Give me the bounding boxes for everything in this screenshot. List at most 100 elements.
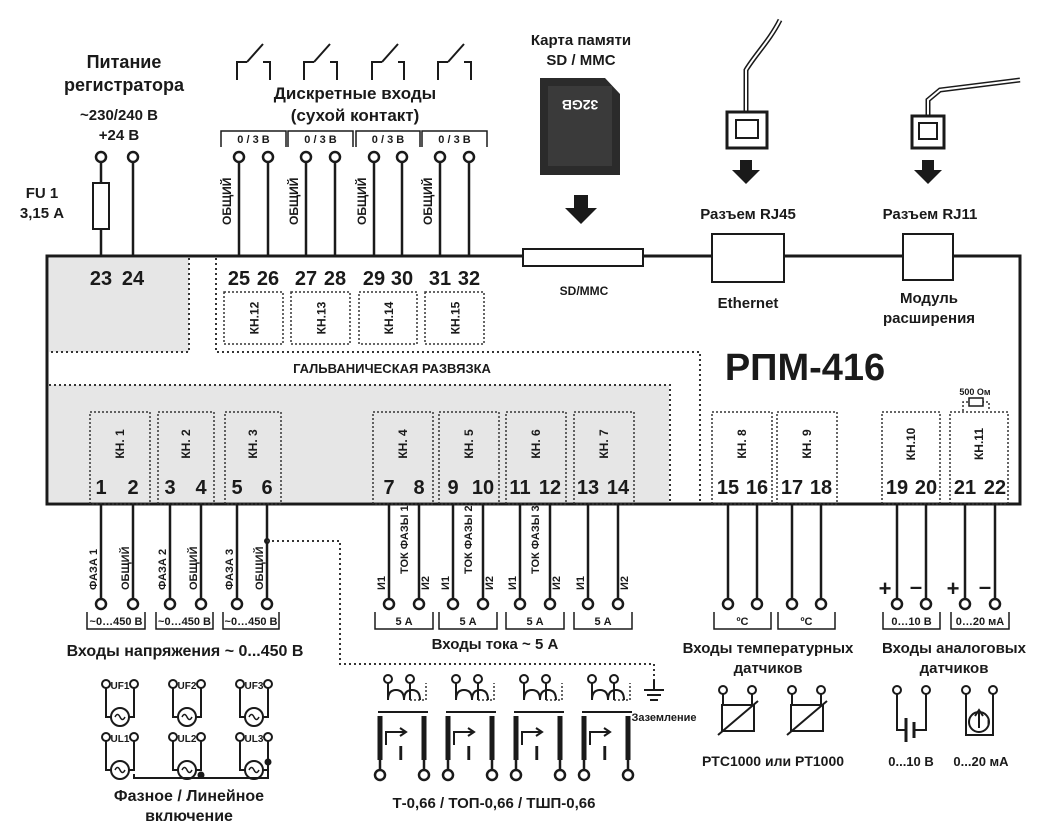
terminal-number: 24 <box>122 268 145 290</box>
arrow-down-icon <box>914 160 942 184</box>
terminal-screw <box>519 674 529 684</box>
transformer-symbol: I <box>466 743 472 765</box>
terminal-screw <box>129 732 139 742</box>
terminal-number: 16 <box>746 477 768 499</box>
terminal-number: 22 <box>984 477 1006 499</box>
voltage-bracket <box>355 130 421 147</box>
temp-title-line2: датчиков <box>734 660 803 677</box>
current-transformer-icon: I <box>373 674 431 782</box>
current-transformer-icon: I <box>509 674 567 782</box>
thermistor-icon <box>786 685 828 736</box>
coil-icon <box>455 688 489 701</box>
arrow-icon <box>521 731 540 745</box>
channel-label: КН.12 <box>248 301 262 334</box>
i1-label: И1 <box>376 576 388 590</box>
terminal-screw <box>581 597 595 611</box>
channel-box <box>573 411 635 505</box>
channel-box <box>505 411 567 505</box>
terminal-screw <box>577 768 591 782</box>
terminal-screw <box>263 732 273 742</box>
terminal-screw <box>611 597 625 611</box>
channel-box <box>89 411 151 505</box>
plus-sign: + <box>879 576 892 601</box>
terminal-screw <box>509 768 523 782</box>
terminal-screw <box>446 597 460 611</box>
phase-source: UF1 <box>101 679 139 727</box>
current-source-icon: I <box>961 685 998 736</box>
range-label: 5 А <box>594 616 611 628</box>
terminal-screw <box>441 768 455 782</box>
coil-icon <box>523 688 557 701</box>
channel-label: КН.15 <box>449 301 463 334</box>
range-label: 0…20 мА <box>956 616 1005 628</box>
terminal-screw <box>129 679 139 689</box>
terminal-screw <box>609 674 619 684</box>
range-bracket <box>573 612 633 630</box>
voltage-bracket <box>287 130 354 147</box>
terminal-screw <box>299 150 313 164</box>
analog-title-line2: датчиков <box>920 660 989 677</box>
source-label: UL2 <box>178 734 197 745</box>
transformer-symbol: I <box>602 743 608 765</box>
i2-label: И2 <box>619 576 631 590</box>
sine-icon <box>181 713 193 721</box>
terminal-number: 9 <box>447 477 458 499</box>
channel-box <box>424 291 485 345</box>
channel-label: КН. 3 <box>246 429 260 459</box>
terminal-number: 23 <box>90 268 112 290</box>
temp-title-line1: Входы температурных <box>683 640 854 657</box>
transformer-symbol: I <box>398 743 404 765</box>
resistor-icon <box>968 397 984 407</box>
thermistor-icon <box>717 685 759 736</box>
terminal-screw <box>196 679 206 689</box>
sine-icon <box>181 766 193 774</box>
terminal-number: 6 <box>261 477 272 499</box>
terminal-number: 19 <box>886 477 908 499</box>
junction-dot <box>197 771 205 779</box>
terminal-screw <box>194 597 208 611</box>
terminal-number: 26 <box>257 268 279 290</box>
common-label: ОБЩИЙ <box>187 546 200 590</box>
terminal-screw <box>232 150 246 164</box>
i2-label: И2 <box>551 576 563 590</box>
terminal-screw <box>890 597 904 611</box>
analog-title-line1: Входы аналоговых <box>882 640 1027 657</box>
terminal-number: 29 <box>363 268 385 290</box>
range-bracket <box>950 612 1010 630</box>
terminal-number: 8 <box>413 477 424 499</box>
terminal-screw <box>513 597 527 611</box>
channel-label: КН.11 <box>972 428 986 460</box>
terminal-screw <box>328 150 342 164</box>
ground-link <box>614 683 631 701</box>
sd-title-line1: Карта памяти <box>531 32 631 49</box>
cable-icon <box>743 18 783 115</box>
terminal-screw <box>395 150 409 164</box>
ground-link <box>410 683 427 701</box>
discrete-title-line2: (сухой контакт) <box>291 106 420 125</box>
terminal-screw <box>382 597 396 611</box>
terminal-screw <box>958 597 972 611</box>
terminal-number: 13 <box>577 477 599 499</box>
channel-label: КН.14 <box>382 301 396 334</box>
terminal-screw <box>260 597 274 611</box>
terminal-number: 1 <box>95 477 106 499</box>
terminal-number: 30 <box>391 268 413 290</box>
power-section: Питание регистратора ~230/240 В +24 В FU… <box>20 52 185 256</box>
terminal-number: 4 <box>195 477 207 499</box>
arrow-down-icon <box>565 195 597 224</box>
device-body <box>45 254 1022 506</box>
range-label: 5 А <box>459 616 476 628</box>
voltage-title: Входы напряжения ~ 0...450 В <box>67 643 304 660</box>
terminal-number: 32 <box>458 268 480 290</box>
terminal-number: 15 <box>717 477 739 499</box>
range-bracket <box>777 612 836 630</box>
terminal-screw <box>462 150 476 164</box>
i1-label: И1 <box>575 576 587 590</box>
terminal-screw <box>417 768 431 782</box>
channel-label: КН. 5 <box>462 429 476 459</box>
switch-icon <box>303 43 338 80</box>
terminal-number: 11 <box>509 477 530 499</box>
terminal-screw <box>373 768 387 782</box>
